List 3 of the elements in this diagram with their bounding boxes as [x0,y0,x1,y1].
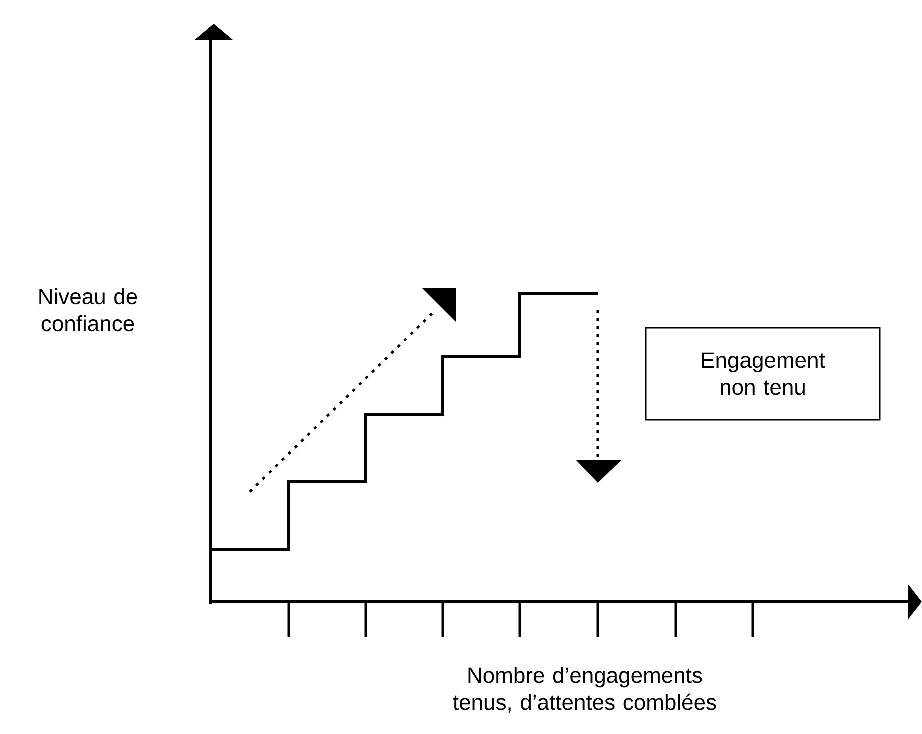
text-box: Engagement non tenu [645,327,881,421]
axis-label: Nombre d’engagements tenus, d’attentes comblées [453,667,716,713]
axis-label: Niveau de confiance [40,288,138,332]
